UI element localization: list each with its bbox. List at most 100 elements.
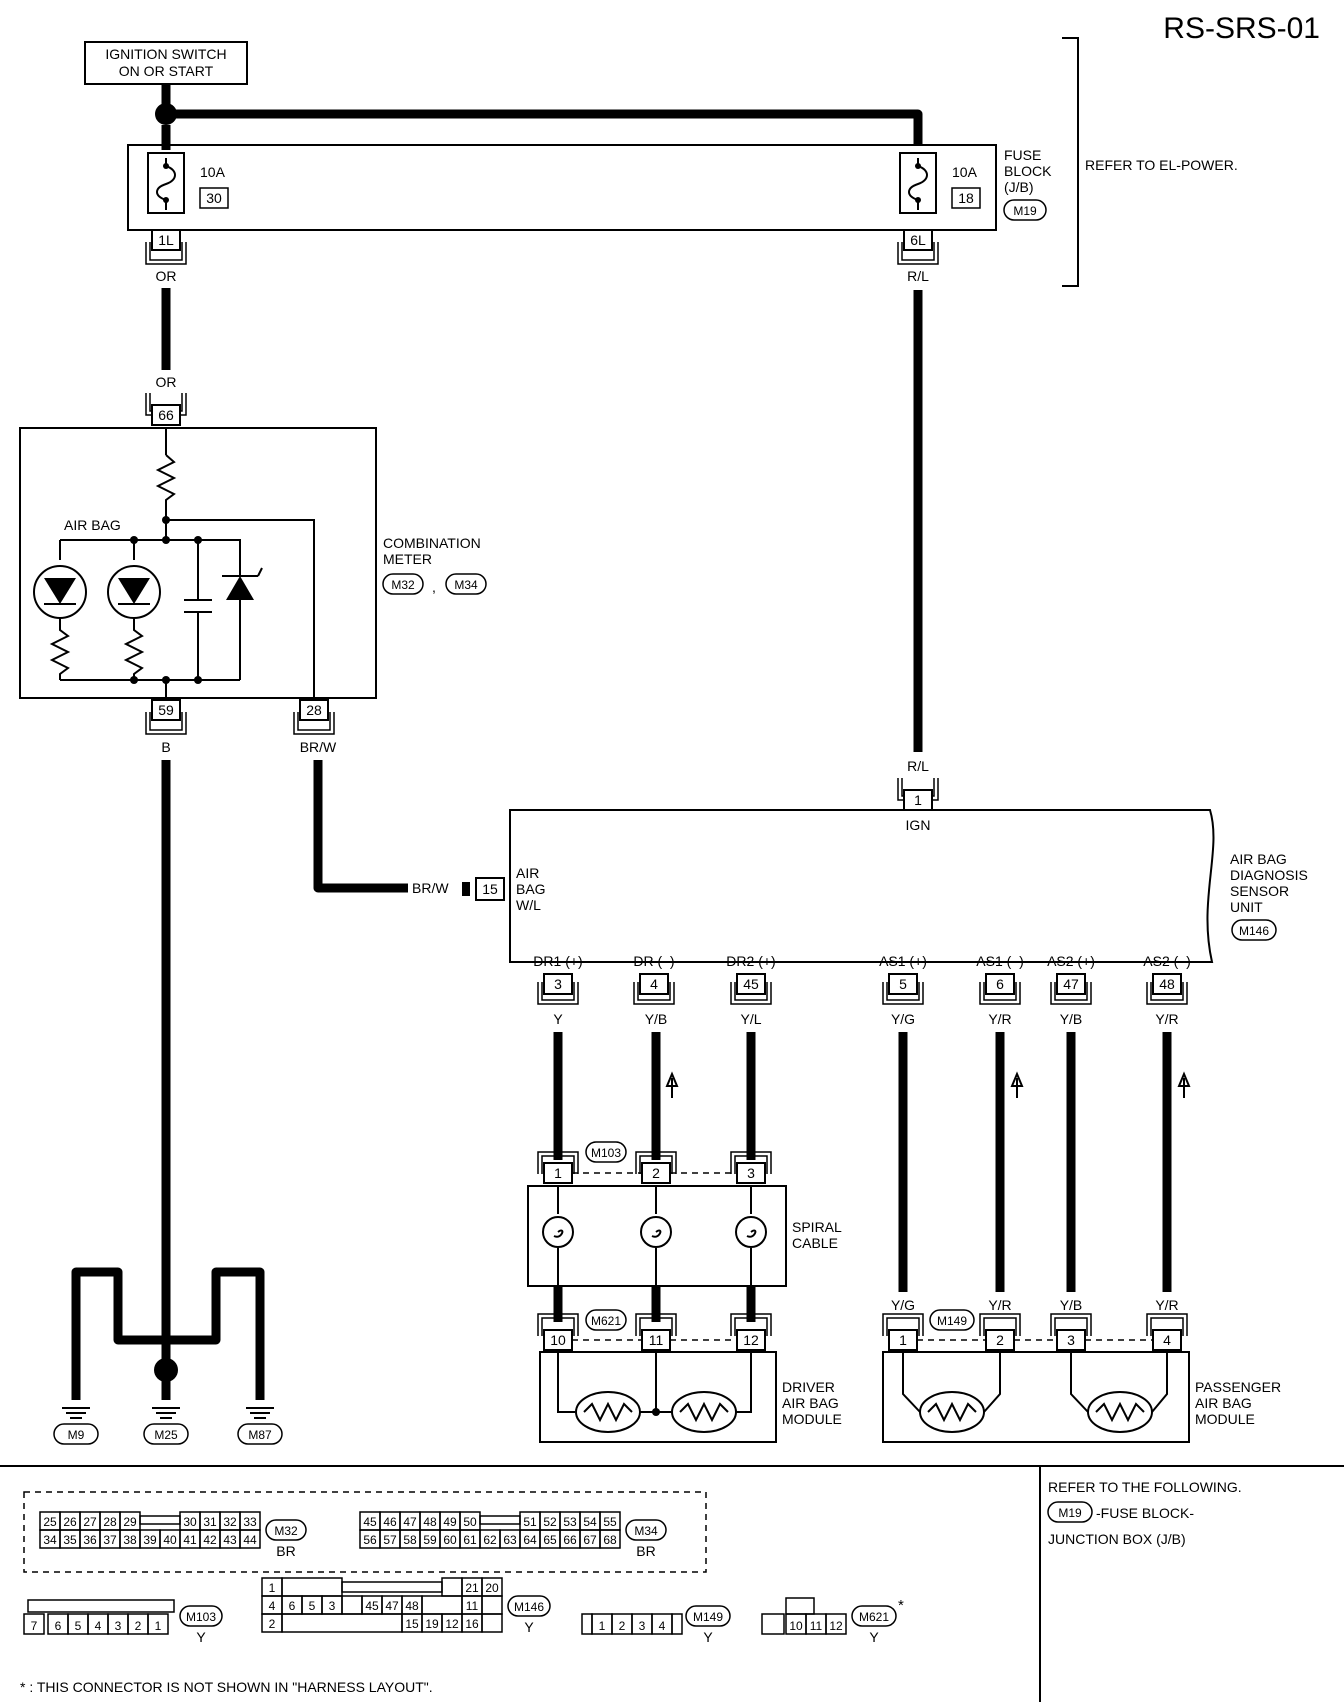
m146-pin: 20 [485,1581,499,1595]
m146-blank-cell [341,1595,363,1615]
meter-label-1: COMBINATION [383,535,481,551]
m621-star: * [898,1597,904,1614]
m103-pin: 7 [31,1619,38,1633]
m34-key-cell [479,1515,521,1525]
svg-text:12: 12 [743,1332,759,1348]
svg-text:Y/R: Y/R [988,1297,1011,1313]
m34-pin: 47 [403,1515,417,1529]
svg-text:FUSE: FUSE [1004,147,1041,163]
spiral-label-1: SPIRAL [792,1219,842,1235]
wire-or-label-2: OR [156,374,177,390]
m146-pin: 12 [445,1617,459,1631]
m621-tag [851,1605,897,1627]
svg-text:IGN: IGN [906,817,931,833]
m103-color: Y [196,1629,206,1645]
m34-pin: 50 [463,1515,477,1529]
m32-key-cell [139,1515,181,1525]
m32-tag [265,1519,307,1541]
m32-pin: 35 [63,1533,77,1547]
svg-text:DR (–): DR (–) [633,953,674,969]
svg-text:10A: 10A [952,164,978,180]
ground-network: B B B B B M9 M25 M87 [53,1267,283,1445]
svg-text:M87: M87 [248,1428,272,1442]
m621-key-cell [785,1597,815,1615]
svg-text:1: 1 [914,792,922,808]
m146-blank-cell [481,1595,503,1615]
svg-text:Y/G: Y/G [891,1011,915,1027]
m34-pin: 60 [443,1533,457,1547]
svg-text:AIR: AIR [516,865,539,881]
m146-key-cell [341,1581,443,1593]
airbag-diagnosis-sensor-unit: IGN AIR BAG W/L [509,809,1215,963]
m32-pin: 37 [103,1533,117,1547]
m34-pin: 46 [383,1515,397,1529]
m149-pin: 1 [599,1619,606,1633]
svg-text:2: 2 [996,1332,1004,1348]
svg-text:M19: M19 [1013,204,1037,218]
passenger-label-3: MODULE [1195,1411,1255,1427]
svg-text:M19: M19 [1058,1506,1082,1520]
m146-pin: 47 [385,1599,399,1613]
m149-end-cell [581,1613,593,1635]
svg-text:15: 15 [482,881,498,897]
m103-pin: 5 [75,1619,82,1633]
svg-text:47: 47 [1063,976,1079,992]
svg-text:B: B [161,739,170,755]
svg-text:DR1 (+): DR1 (+) [533,953,582,969]
m146-blank-cell [281,1613,403,1633]
m34-pin: 67 [583,1533,597,1547]
passenger-label-2: AIR BAG [1195,1395,1252,1411]
svg-text:4: 4 [1163,1332,1171,1348]
svg-text:AS2 (+): AS2 (+) [1047,953,1095,969]
svg-text:Y/B: Y/B [1060,1011,1083,1027]
m149-end-cell [671,1613,683,1635]
m621-cell [825,1613,847,1635]
m32-pin: 27 [83,1515,97,1529]
m146-tag [507,1595,551,1617]
m32-pin: 41 [183,1533,197,1547]
passenger-label-1: PASSENGER [1195,1379,1281,1395]
m32-pin: 33 [243,1515,257,1529]
m32-pin: 43 [223,1533,237,1547]
svg-text:M146: M146 [1239,924,1269,938]
svg-text:M103: M103 [591,1146,621,1160]
svg-text:JUNCTION BOX (J/B): JUNCTION BOX (J/B) [1048,1531,1186,1547]
svg-text:3: 3 [554,976,562,992]
m34-pin: 68 [603,1533,617,1547]
m146-pin: 6 [289,1599,296,1613]
m146-color: Y [524,1619,534,1635]
m34-pin: 51 [523,1515,537,1529]
m32-pin: 42 [203,1533,217,1547]
svg-text:66: 66 [158,407,174,423]
sensor-pins: DR1 (+) DR (–) DR2 (+) AS1 (+) AS1 (–) A… [533,953,1191,1005]
svg-text:18: 18 [958,190,974,206]
svg-text:59: 59 [158,702,174,718]
m32-pin: 38 [123,1533,137,1547]
m34-pin: 57 [383,1533,397,1547]
m32-color: BR [276,1543,295,1559]
svg-text:45: 45 [743,976,759,992]
m32-pin: 34 [43,1533,57,1547]
m146-pin: 4 [269,1599,276,1613]
svg-text:BAG: BAG [516,881,546,897]
m34-name: M34 [634,1524,658,1538]
svg-text:AIR BAG: AIR BAG [64,517,121,533]
svg-text:5: 5 [899,976,907,992]
connector-group-m32-m34 [23,1491,707,1573]
m34-cell [599,1529,621,1549]
svg-text:IGNITION SWITCH: IGNITION SWITCH [105,46,226,62]
m621-pin: 11 [810,1619,823,1633]
m32-pin: 39 [143,1533,157,1547]
svg-text:M34: M34 [454,578,478,592]
m34-pin: 53 [563,1515,577,1529]
svg-text:BLOCK: BLOCK [1004,163,1052,179]
svg-text:M621: M621 [591,1314,621,1328]
svg-text:Y/G: Y/G [891,1297,915,1313]
m32-pin: 28 [103,1515,117,1529]
m149-pin: 4 [659,1619,666,1633]
svg-text:ON OR START: ON OR START [119,63,214,79]
m34-pin: 66 [563,1533,577,1547]
svg-text:2: 2 [652,1165,660,1181]
m32-pin: 36 [83,1533,97,1547]
